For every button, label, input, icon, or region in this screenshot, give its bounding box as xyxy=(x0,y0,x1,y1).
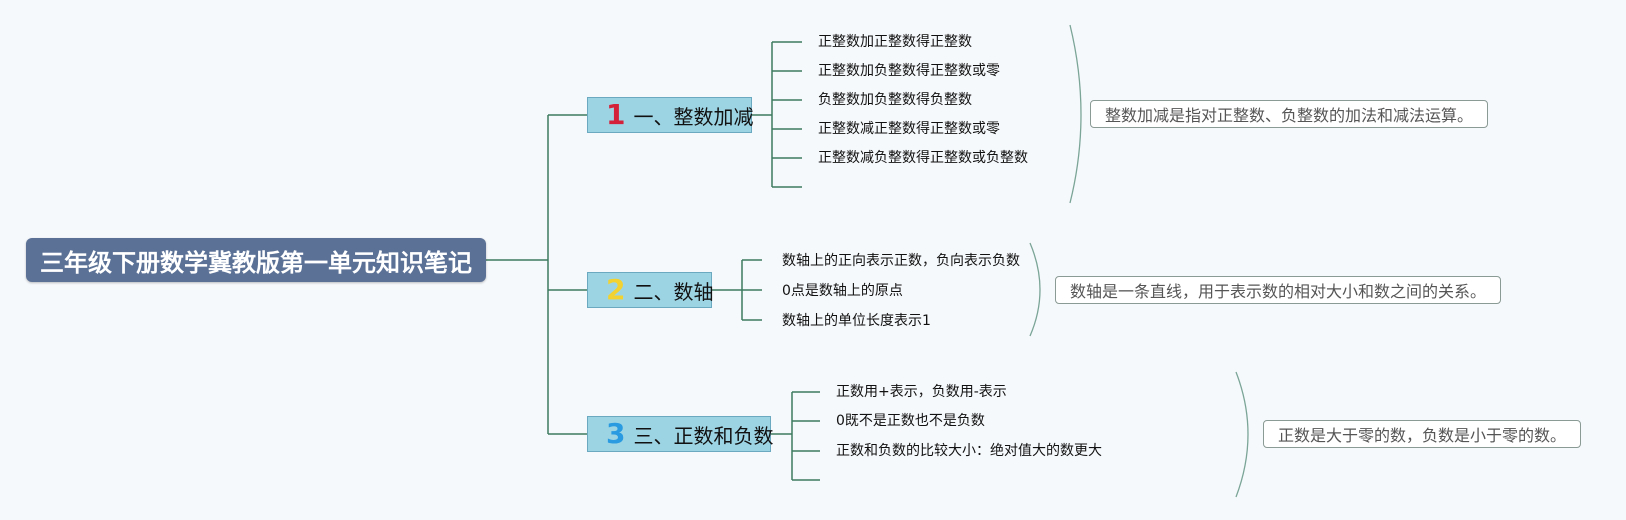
leaf-topic[interactable]: 正整数减正整数得正整数或零 xyxy=(818,121,1000,137)
branch-positive-negative[interactable]: 3 三、正数和负数 xyxy=(587,416,774,452)
summary-text: 整数加减是指对正整数、负整数的加法和减法运算。 xyxy=(1105,106,1474,125)
branch-label: 二、数轴 xyxy=(633,279,714,304)
summary-text: 正数是大于零的数，负数是小于零的数。 xyxy=(1278,426,1567,445)
root-title: 三年级下册数学冀教版第一单元知识笔记 xyxy=(40,248,472,277)
number-2-icon: 2 xyxy=(606,273,626,306)
leaf-topic[interactable]: 数轴上的单位长度表示1 xyxy=(782,313,931,329)
leaf-topic[interactable]: 0既不是正数也不是负数 xyxy=(836,413,985,429)
leaf-topic[interactable]: 0点是数轴上的原点 xyxy=(782,283,903,299)
number-1-icon: 1 xyxy=(606,98,626,131)
number-3-icon: 3 xyxy=(606,417,626,450)
leaf-topic[interactable]: 正数用+表示，负数用-表示 xyxy=(836,384,1007,400)
leaf-topic[interactable]: 正整数加负整数得正整数或零 xyxy=(818,63,1000,79)
leaf-topic[interactable]: 正整数减负整数得正整数或负整数 xyxy=(818,150,1028,166)
summary-box[interactable]: 数轴是一条直线，用于表示数的相对大小和数之间的关系。 xyxy=(1055,276,1502,304)
summary-box[interactable]: 整数加减是指对正整数、负整数的加法和减法运算。 xyxy=(1090,100,1489,128)
summary-brace xyxy=(1235,371,1249,498)
branch-number-line[interactable]: 2 二、数轴 xyxy=(587,272,714,308)
leaf-topic[interactable]: 正整数加正整数得正整数 xyxy=(818,34,972,50)
summary-brace xyxy=(1069,24,1082,204)
leaf-topic[interactable]: 正数和负数的比较大小：绝对值大的数更大 xyxy=(836,443,1102,459)
leaf-topic[interactable]: 数轴上的正向表示正数，负向表示负数 xyxy=(782,253,1020,269)
branch-label: 三、正数和负数 xyxy=(633,423,774,448)
summary-box[interactable]: 正数是大于零的数，负数是小于零的数。 xyxy=(1263,420,1582,448)
branch-integer-add-subtract[interactable]: 1 一、整数加减 xyxy=(587,97,754,133)
leaf-topic[interactable]: 负整数加负整数得负整数 xyxy=(818,92,972,108)
summary-text: 数轴是一条直线，用于表示数的相对大小和数之间的关系。 xyxy=(1070,282,1487,301)
root-topic[interactable]: 三年级下册数学冀教版第一单元知识笔记 xyxy=(26,238,486,282)
summary-brace xyxy=(1029,242,1041,337)
branch-label: 一、整数加减 xyxy=(633,104,754,129)
